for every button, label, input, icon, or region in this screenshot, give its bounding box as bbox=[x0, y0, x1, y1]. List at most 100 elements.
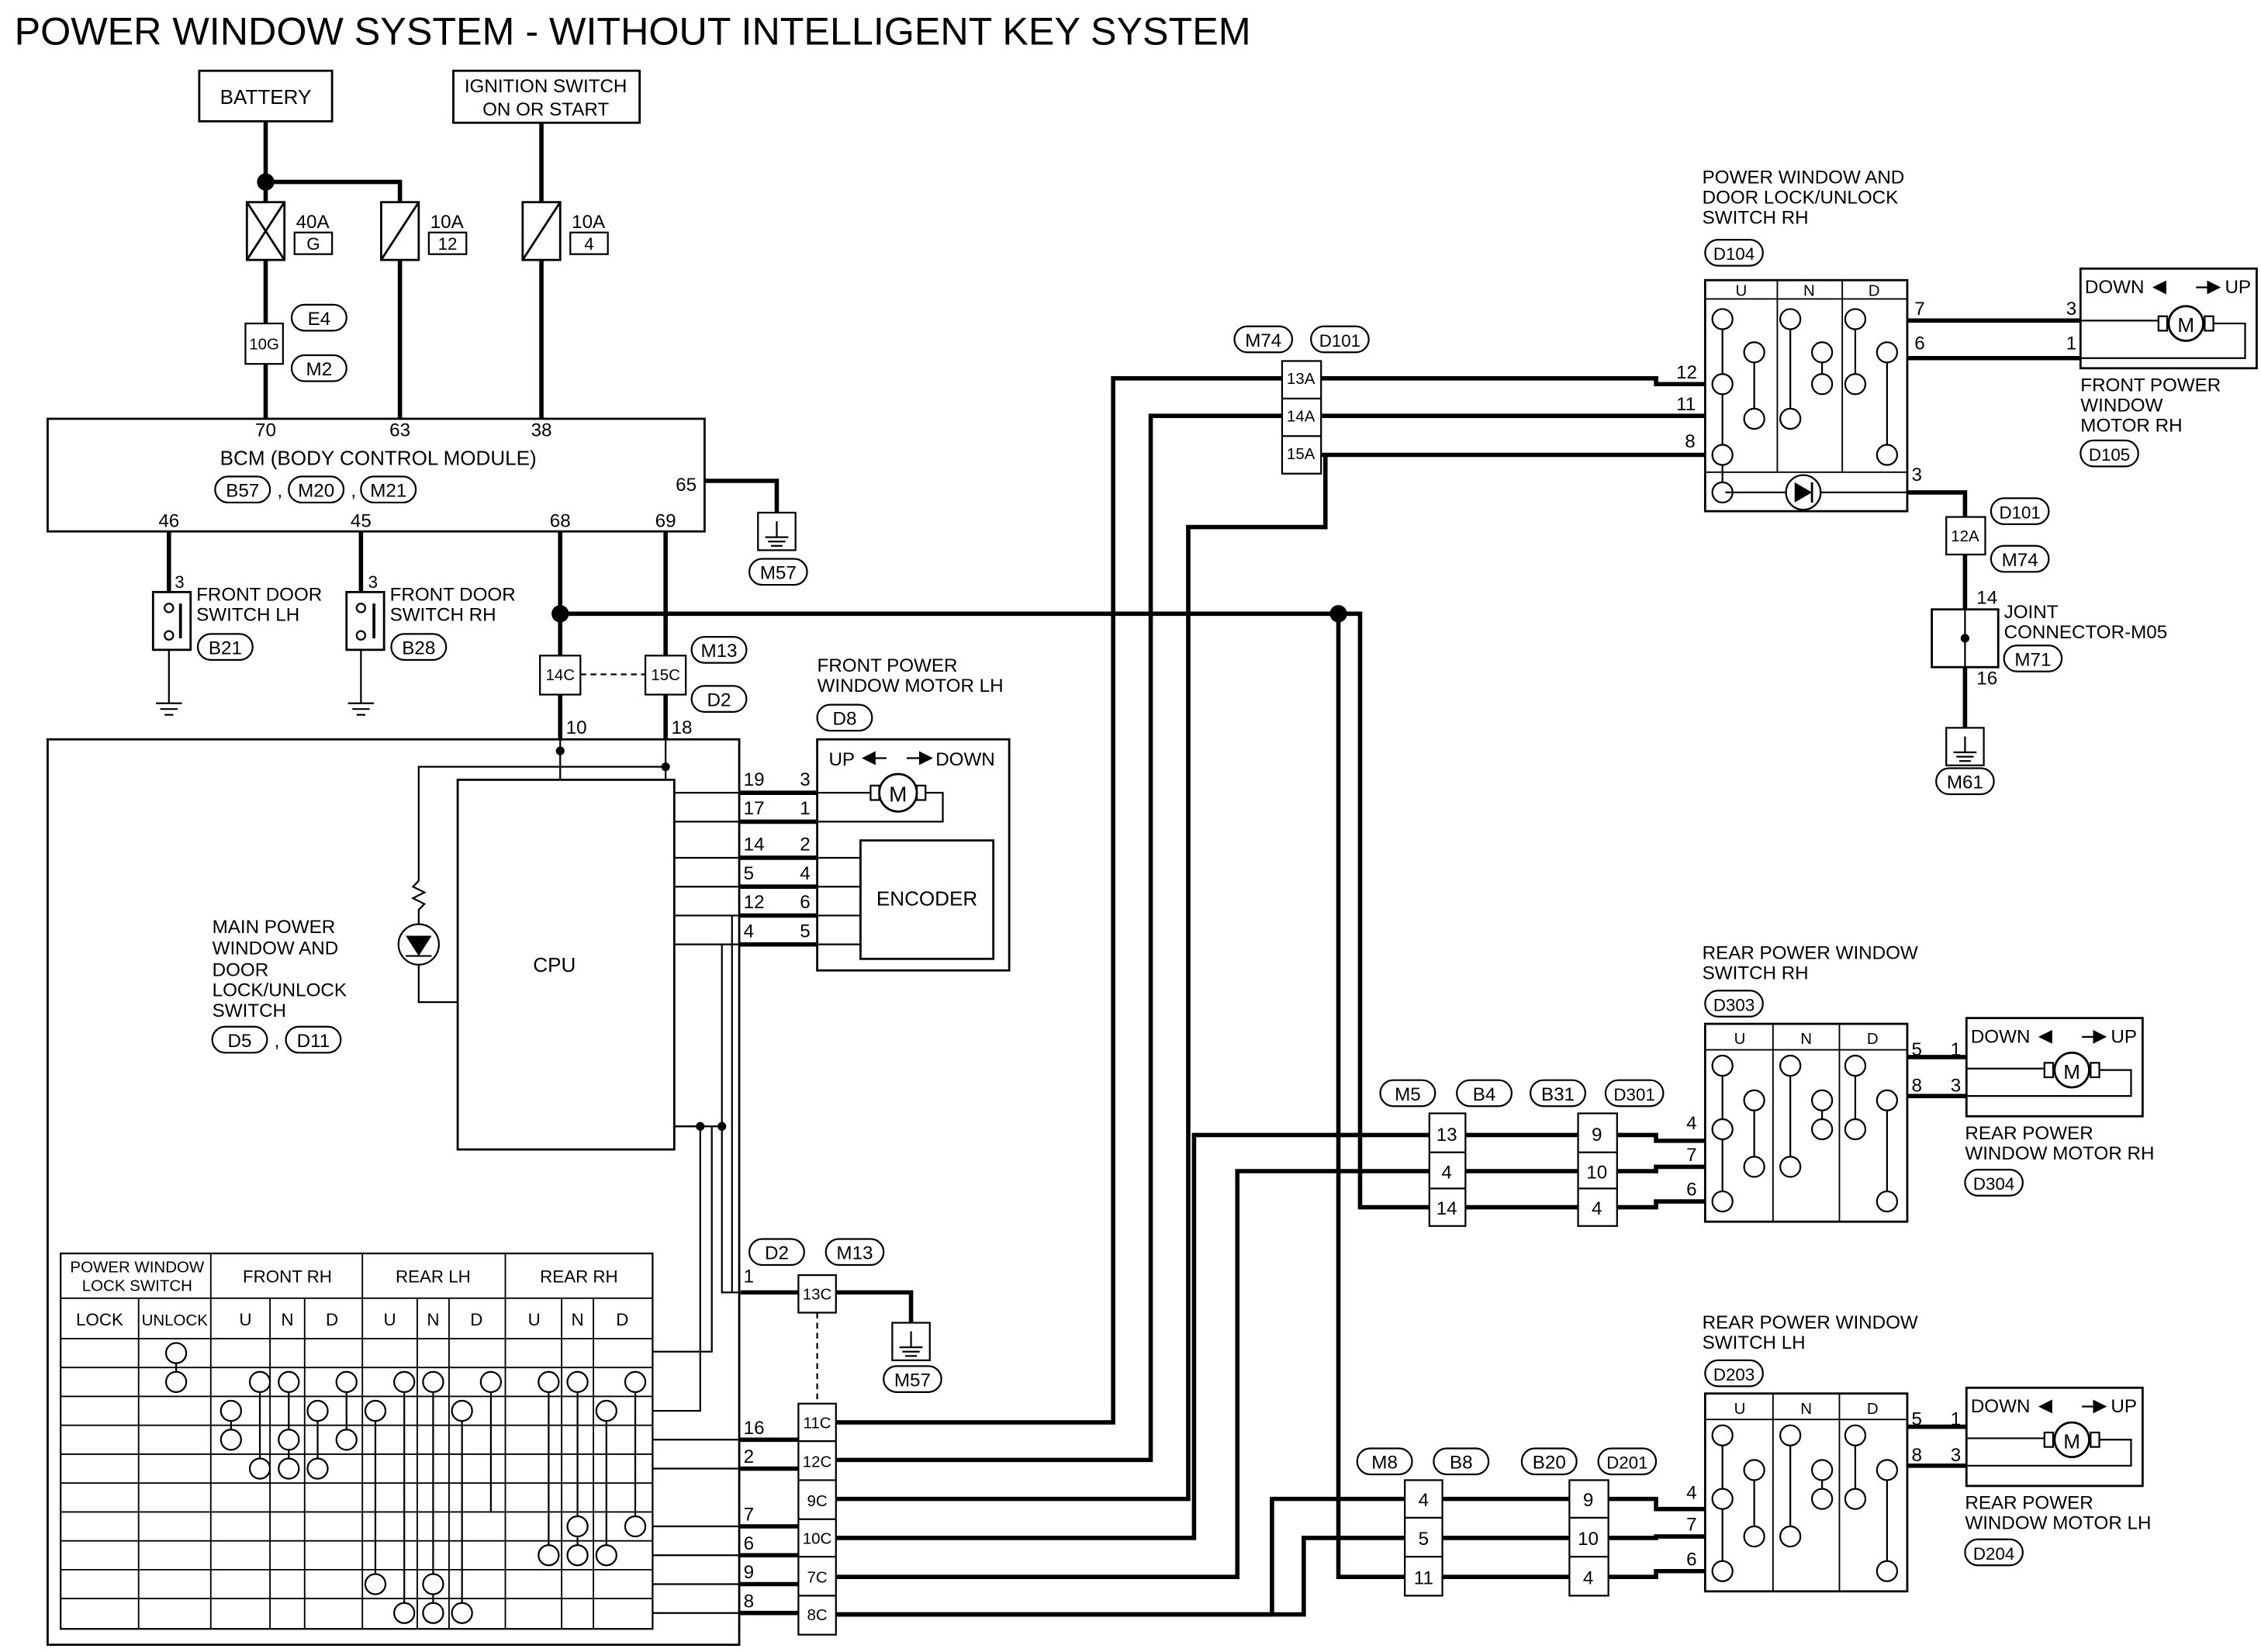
switch-contact bbox=[1711, 1424, 1734, 1446]
rlc2-4: 4 bbox=[1583, 1567, 1593, 1588]
switch-contact bbox=[364, 1399, 387, 1422]
fuse-amp-1: 40A bbox=[296, 212, 330, 233]
conn-11c: 11C bbox=[804, 1414, 831, 1432]
switch-contact bbox=[422, 1370, 444, 1393]
switch-contact bbox=[422, 1573, 444, 1595]
switch-contact bbox=[1876, 1190, 1899, 1213]
switch-contact bbox=[1810, 373, 1834, 396]
switch-contact bbox=[306, 1457, 329, 1480]
tag-b4: B4 bbox=[1473, 1084, 1496, 1105]
tag-d204: D204 bbox=[1973, 1544, 2014, 1564]
switch-contact bbox=[1810, 1089, 1834, 1111]
rmr-label-2: WINDOW MOTOR RH bbox=[1965, 1143, 2154, 1164]
cpu-label: CPU bbox=[533, 953, 576, 976]
rlc1-4: 4 bbox=[1419, 1490, 1429, 1511]
switch-contact bbox=[1743, 1459, 1765, 1481]
svg-text:,: , bbox=[351, 480, 356, 501]
conn-12c: 12C bbox=[803, 1453, 832, 1471]
fml-label-2: WINDOW MOTOR LH bbox=[818, 676, 1004, 696]
switch-contact bbox=[306, 1399, 329, 1422]
conn-14c: 14C bbox=[545, 666, 575, 684]
switch-contact bbox=[624, 1515, 647, 1538]
encoder-label: ENCODER bbox=[876, 886, 977, 910]
m74-d101-connector: M74 D101 13A 14A 15A bbox=[1233, 325, 1370, 475]
switch-contact bbox=[220, 1429, 242, 1451]
tag-m74-right: M74 bbox=[2002, 550, 2038, 571]
tag-d203: D203 bbox=[1713, 1365, 1755, 1384]
switch-contact bbox=[1711, 444, 1734, 466]
bc-lpin-8: 8 bbox=[744, 1591, 754, 1612]
joint-connector-section: 12A D101 M74 14 16 JOINT CONNECTOR-M05 M… bbox=[1931, 497, 2167, 796]
fmr-label-1: FRONT POWER bbox=[2080, 375, 2221, 396]
rsr-lpin-7: 7 bbox=[1686, 1145, 1696, 1166]
page-title: POWER WINDOW SYSTEM - WITHOUT INTELLIGEN… bbox=[15, 10, 1251, 54]
bc-lpin-7: 7 bbox=[744, 1505, 754, 1526]
fds-rh-label-1: FRONT DOOR bbox=[390, 585, 516, 606]
rear-motor-rh: DOWN UP M 1 3 REAR POWER WINDOW MOTOR RH… bbox=[1951, 1017, 2154, 1197]
th-pw-lock-1: POWER WINDOW bbox=[70, 1258, 204, 1276]
conn-12a: 12A bbox=[1951, 527, 1979, 545]
tag-d101-right: D101 bbox=[1999, 503, 2040, 522]
switch-contact bbox=[1779, 1054, 1802, 1077]
fml-motor: M bbox=[889, 782, 907, 806]
fds-rh-label-2: SWITCH RH bbox=[390, 605, 496, 626]
fml-lpin-5: 5 bbox=[744, 863, 754, 884]
tag-m5: M5 bbox=[1395, 1084, 1421, 1105]
fml-rpin-4: 4 bbox=[800, 863, 810, 884]
rhs-col-u: U bbox=[1735, 282, 1747, 300]
fmr-dir-down: DOWN bbox=[2085, 277, 2145, 298]
rsr-label-2: SWITCH RH bbox=[1703, 963, 1809, 983]
rml-dir-down: DOWN bbox=[1971, 1396, 2031, 1417]
switch-contact bbox=[1844, 1054, 1867, 1077]
sh-n2: N bbox=[427, 1310, 439, 1329]
rhs-label-1: POWER WINDOW AND bbox=[1703, 167, 1905, 188]
rhs-lpin-12: 12 bbox=[1676, 362, 1697, 383]
bc-lpin-16: 16 bbox=[744, 1418, 765, 1439]
bcm-pin-45: 45 bbox=[351, 511, 372, 532]
switch-contact bbox=[566, 1544, 589, 1567]
fds-lh-label-2: SWITCH LH bbox=[196, 605, 299, 626]
switch-contact bbox=[278, 1429, 300, 1451]
switch-contact bbox=[1743, 1156, 1765, 1178]
rml-label-2: WINDOW MOTOR LH bbox=[1965, 1513, 2151, 1534]
switch-contact bbox=[1711, 1054, 1734, 1077]
fml-lpin-12: 12 bbox=[744, 892, 765, 913]
fml-dir-down: DOWN bbox=[935, 749, 995, 770]
rmr-motor: M bbox=[2063, 1060, 2080, 1083]
bc-pin-1: 1 bbox=[744, 1266, 754, 1287]
connectors-14c-15c: 14C 15C M13 D2 10 18 bbox=[539, 635, 748, 738]
fuse-no-2: 12 bbox=[438, 234, 458, 254]
switch-contact bbox=[278, 1457, 300, 1480]
conn-8c: 8C bbox=[807, 1606, 827, 1624]
tag-d303: D303 bbox=[1713, 995, 1755, 1014]
rsl-lpin-6: 6 bbox=[1686, 1549, 1696, 1570]
rsr-lpin-4: 4 bbox=[1686, 1113, 1696, 1134]
th-front-rh: FRONT RH bbox=[243, 1267, 332, 1286]
switch-contact bbox=[538, 1370, 560, 1393]
svg-text:,: , bbox=[275, 1031, 280, 1052]
fml-lpin-4: 4 bbox=[744, 921, 754, 942]
bcm-pin-70: 70 bbox=[255, 420, 276, 441]
fml-lpin-14: 14 bbox=[744, 835, 765, 855]
rh-door-lock-switch: POWER WINDOW AND DOOR LOCK/UNLOCK SWITCH… bbox=[1676, 167, 1925, 513]
switch-contact bbox=[1810, 1459, 1834, 1481]
rrc1-4: 4 bbox=[1441, 1162, 1451, 1183]
bcm-pin-46: 46 bbox=[158, 511, 179, 532]
rsl-rpin-5: 5 bbox=[1912, 1409, 1922, 1430]
front-door-switch-rh: 3 FRONT DOOR SWITCH RH B28 bbox=[345, 531, 516, 716]
tag-d2-mid: D2 bbox=[707, 689, 731, 710]
tag-b8: B8 bbox=[1450, 1453, 1473, 1474]
switch-contact bbox=[393, 1370, 416, 1393]
switch-contact bbox=[1844, 1424, 1867, 1446]
switch-contact bbox=[1711, 308, 1734, 330]
jc-pin-14: 14 bbox=[1976, 587, 1997, 608]
tag-m8: M8 bbox=[1371, 1453, 1398, 1474]
rrc2-4: 4 bbox=[1592, 1198, 1602, 1219]
rml-dir-up: UP bbox=[2111, 1396, 2137, 1417]
tag-d304: D304 bbox=[1973, 1174, 2014, 1194]
th-pw-lock-2: LOCK SWITCH bbox=[82, 1277, 192, 1295]
bc-lpin-6: 6 bbox=[744, 1533, 754, 1554]
switch-contact bbox=[1743, 341, 1765, 364]
rlc2-10: 10 bbox=[1578, 1529, 1599, 1550]
th-rear-rh: REAR RH bbox=[540, 1267, 617, 1286]
